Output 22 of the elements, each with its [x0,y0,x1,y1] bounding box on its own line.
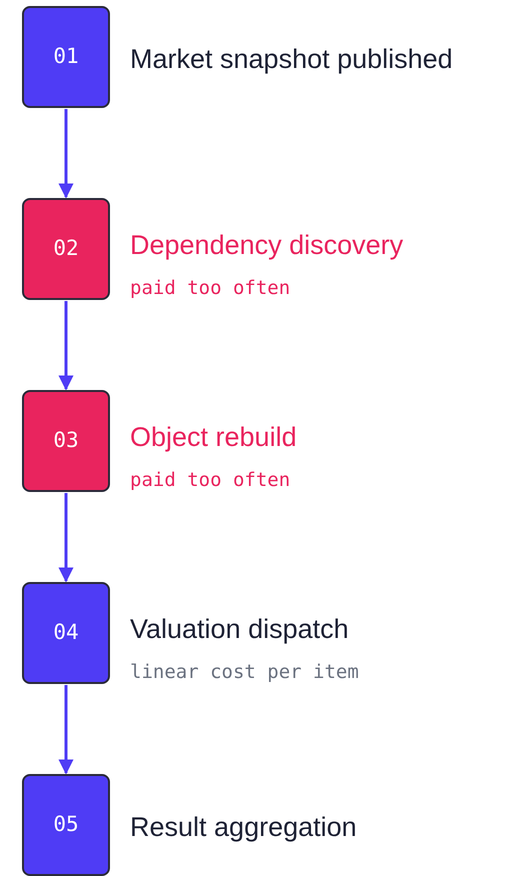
arrow [58,685,74,774]
arrow [58,109,74,198]
step-note: paid too often [130,468,292,492]
step-number: 03 [53,427,79,454]
step-box [22,390,110,492]
step-box [22,198,110,300]
step-note: linear cost per item [130,660,360,684]
step-title: Market snapshot published [130,43,454,76]
step-box [22,774,110,876]
step-number: 02 [53,235,79,262]
arrow [58,301,74,390]
step-box [22,582,110,684]
step-number: 04 [53,619,79,646]
step-number: 05 [53,811,79,838]
step-title: Object rebuild [130,421,298,454]
arrow [58,493,74,582]
step-number: 01 [53,43,79,70]
step-title: Dependency discovery [130,229,404,262]
step-title: Valuation dispatch [130,613,350,646]
step-box [22,6,110,108]
step-title: Result aggregation [130,811,358,844]
step-note: paid too often [130,276,292,300]
